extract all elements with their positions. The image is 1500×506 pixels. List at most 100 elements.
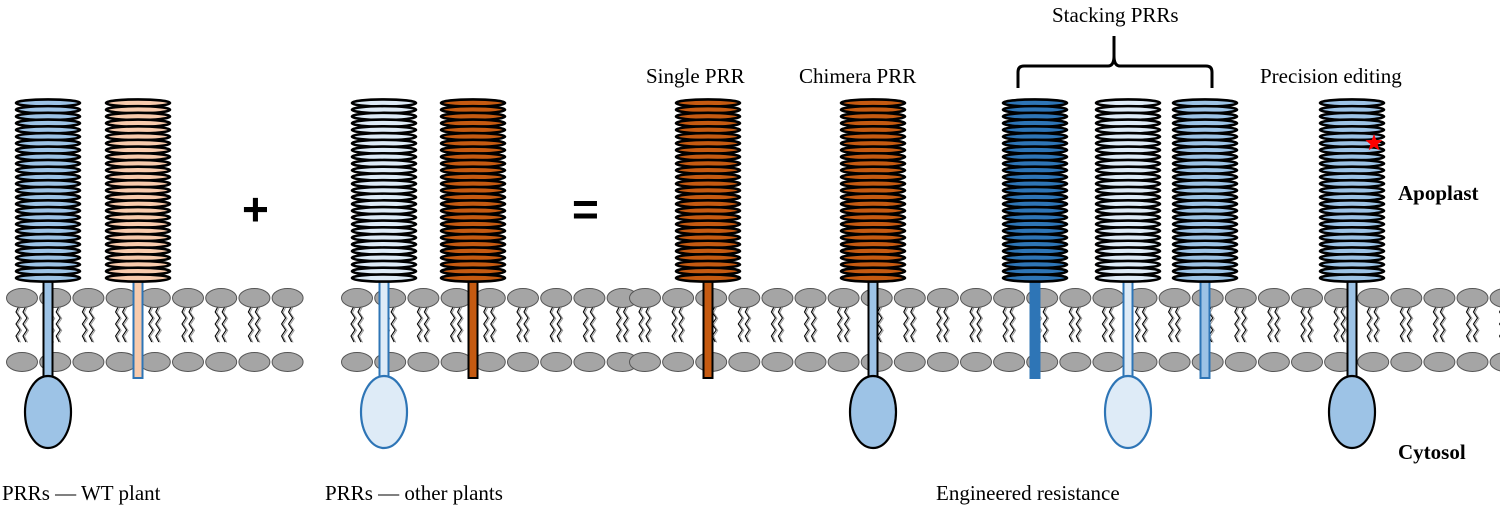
lipid-tail [1042, 305, 1050, 344]
transmembrane-domain [1122, 275, 1134, 391]
label-single-prr: Single PRR [646, 64, 745, 88]
lipid-head [1092, 352, 1125, 372]
transmembrane-domain [467, 275, 479, 379]
lipid-tail [148, 305, 155, 344]
lipid-head [205, 352, 238, 372]
lipid-tail [390, 305, 398, 344]
lipid-tail [483, 305, 490, 344]
lipid-tail [81, 305, 89, 344]
lipid-tail [678, 305, 686, 344]
lipid-head [407, 352, 440, 372]
lipid-tail [1333, 305, 1341, 344]
lipid-head [761, 288, 794, 308]
lipid-head [893, 352, 926, 372]
label-engineered-resistance: Engineered resistance [936, 481, 1120, 505]
lipid-head [6, 352, 38, 372]
lipid-head [761, 352, 794, 372]
lipid-tail [1274, 305, 1281, 344]
lipid-head [1423, 288, 1456, 308]
label-precision-editing: Precision editing [1260, 64, 1402, 88]
lipid-head [1092, 288, 1125, 308]
label-cytosol: Cytosol [1398, 440, 1466, 464]
lipid-head [1390, 352, 1423, 372]
lipid-head [1059, 352, 1092, 372]
receptor-stack-3 [1171, 98, 1239, 379]
lipid-tail [903, 305, 910, 344]
lrr-repeat [1094, 273, 1162, 283]
lipid-head [993, 288, 1026, 308]
lipid-tail [616, 305, 623, 344]
lipid-tail [523, 305, 531, 344]
lrr-repeat [1318, 273, 1386, 283]
membranes [6, 288, 1500, 372]
transmembrane-domain [1346, 275, 1358, 391]
lipid-tail [1472, 305, 1480, 344]
lipid-tail [638, 305, 646, 344]
lrr-repeat [104, 273, 172, 283]
transmembrane-domain [132, 275, 144, 379]
lipid-tail [254, 305, 262, 344]
lipid-head [407, 288, 440, 308]
lipid-tail [450, 305, 457, 344]
lipid-tail [777, 305, 785, 344]
lrr-repeat [1001, 273, 1069, 283]
lipid-tail [837, 305, 844, 344]
lipid-tail [55, 305, 63, 344]
lipid-tail [350, 305, 358, 344]
lrr-ectodomain [439, 98, 507, 283]
lipid-tail [155, 305, 162, 344]
lipid-head [629, 288, 661, 308]
transmembrane-domain [702, 275, 714, 379]
lipid-tail [115, 305, 122, 344]
receptor-single [674, 98, 742, 379]
lipid-head [341, 352, 373, 372]
lipid-head [138, 288, 171, 308]
receptor-stack-1 [1001, 98, 1069, 379]
receptor-wt-1 [14, 98, 82, 450]
lipid-head [1423, 352, 1456, 372]
lipid-head [238, 352, 271, 372]
lrr-ectodomain [350, 98, 418, 283]
transmembrane-domain [378, 275, 390, 391]
label-chimera-prr: Chimera PRR [799, 64, 917, 88]
mutation-star-icon [1365, 134, 1383, 151]
lipid-tail [1465, 305, 1473, 344]
lipid-head [960, 288, 992, 308]
lipid-head [172, 288, 204, 308]
lipid-tail [221, 305, 229, 344]
equals-operator: = [572, 183, 599, 235]
lipid-head [573, 288, 606, 308]
lipid-head [1456, 288, 1489, 308]
lipid-tail [844, 305, 851, 344]
lipid-tail [288, 305, 295, 344]
transmembrane-domain [867, 275, 879, 391]
lipid-head [341, 288, 373, 308]
receptors [14, 98, 1386, 450]
lipid-tail [943, 305, 950, 344]
lipid-tail [1002, 305, 1010, 344]
lipid-head [271, 352, 304, 372]
membrane-engineered [629, 288, 1500, 372]
lipid-tail [1141, 305, 1149, 344]
kinase-domain [359, 374, 409, 450]
membrane-other [341, 288, 639, 372]
lipid-head [72, 352, 105, 372]
lipid-tail [969, 305, 977, 344]
lipid-tail [88, 305, 96, 344]
lipid-tail [1075, 305, 1083, 344]
lipid-tail [1168, 305, 1175, 344]
lipid-head [794, 352, 827, 372]
lipid-tail [549, 305, 557, 344]
lipid-head [507, 352, 539, 372]
lipid-head [728, 352, 761, 372]
lipid-tail [1340, 305, 1348, 344]
lipid-tail [214, 305, 222, 344]
lipid-tail [516, 305, 524, 344]
receptor-chimera [839, 98, 907, 450]
lipid-tail [188, 305, 196, 344]
lipid-tail [457, 305, 464, 344]
lipid-tail [556, 305, 564, 344]
lipid-head [271, 288, 304, 308]
lipid-tail [490, 305, 497, 344]
lipid-tail [910, 305, 917, 344]
